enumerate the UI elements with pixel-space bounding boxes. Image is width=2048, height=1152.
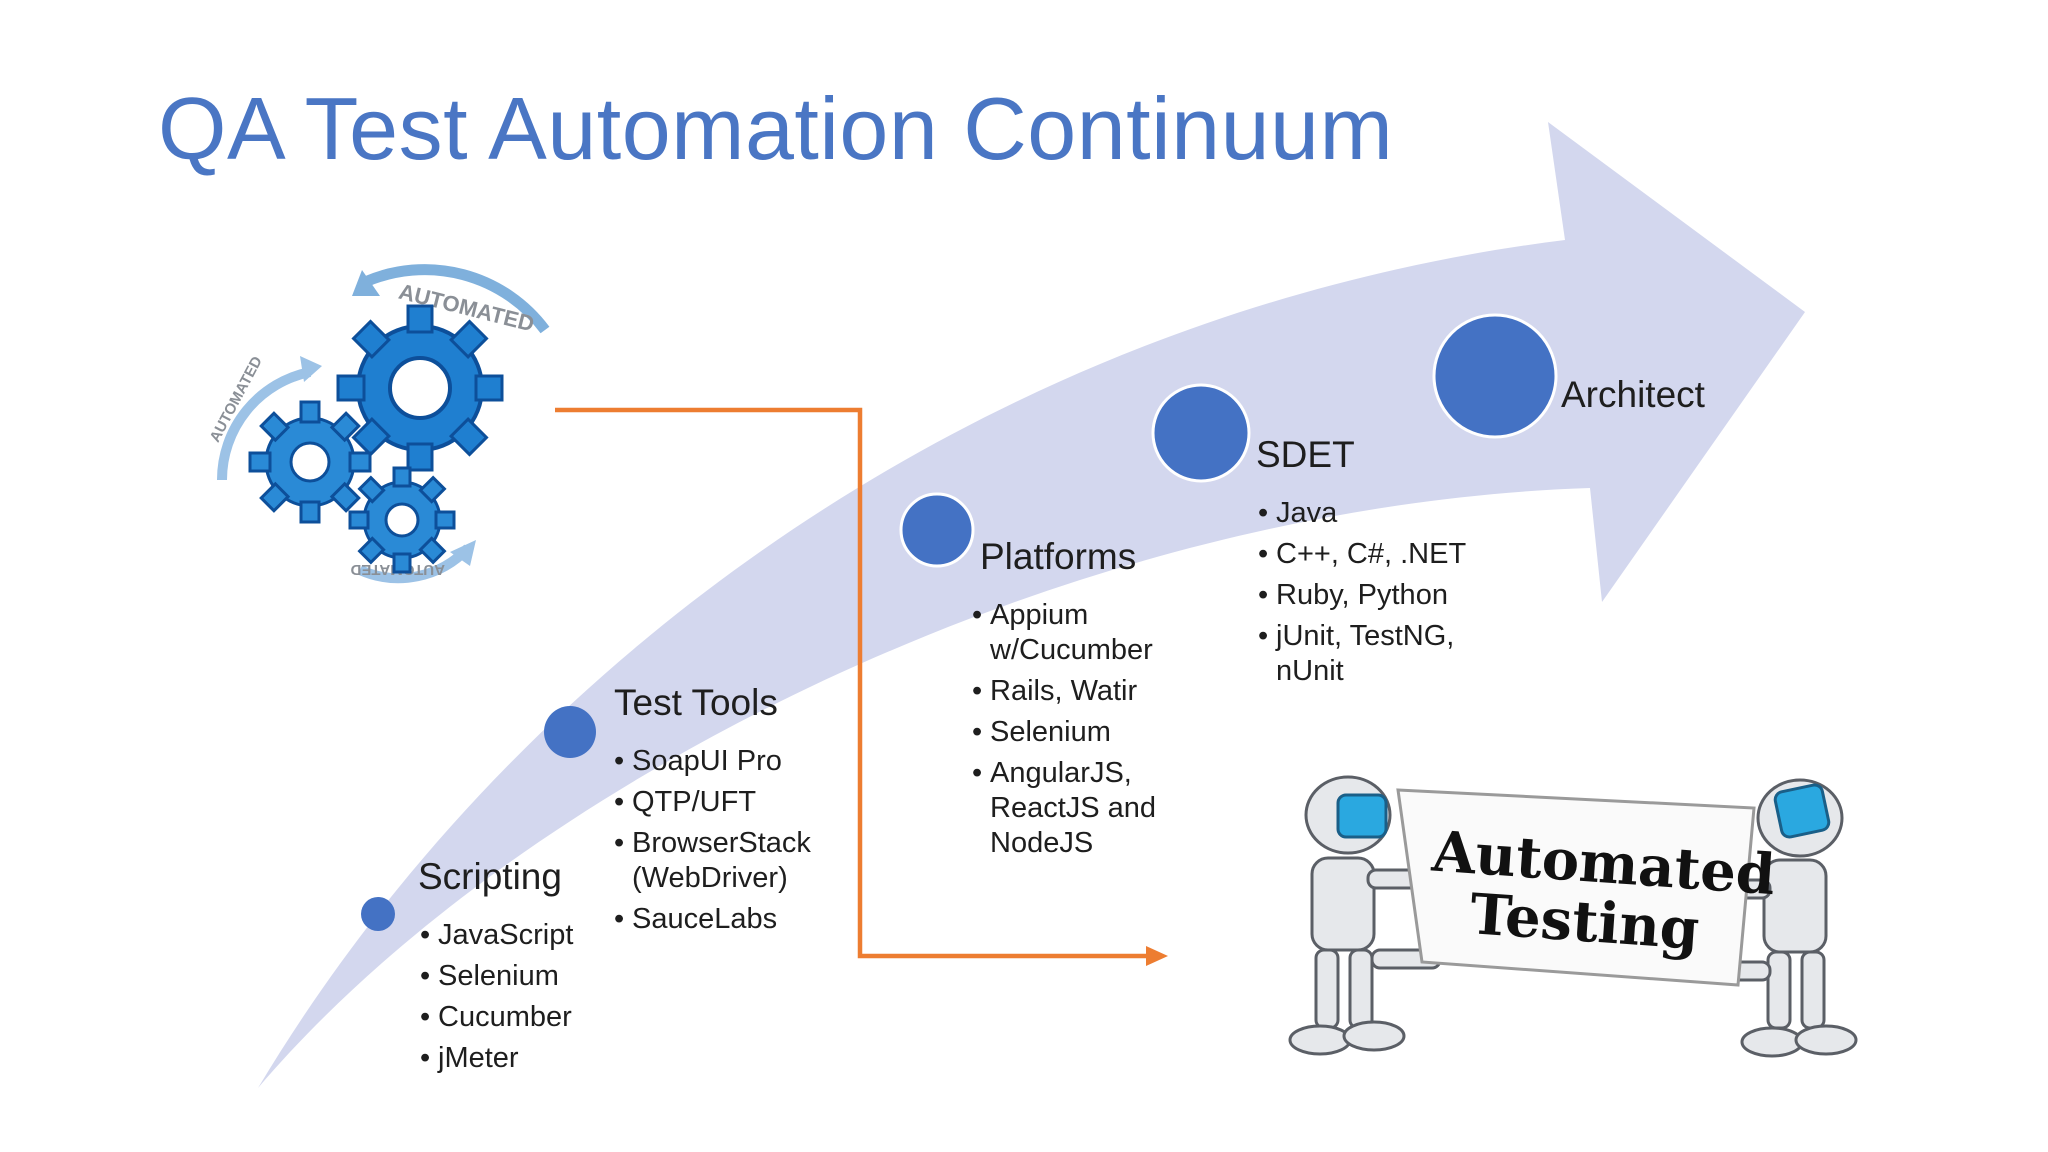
stage-list-platforms: Appium w/Cucumber Rails, Watir Selenium … [972,598,1240,867]
stage-label-sdet: SDET [1256,434,1355,475]
list-item: Cucumber [420,1000,610,1035]
list-item: Selenium [420,959,610,994]
continuum-arrow [258,122,1805,1088]
list-item: jMeter [420,1041,610,1076]
list-item: SoapUI Pro [614,744,824,779]
list-item: BrowserStack (WebDriver) [614,826,824,896]
stage-label-test-tools: Test Tools [614,682,778,723]
stage-dot-scripting [361,897,395,931]
list-item: JavaScript [420,918,610,953]
stage-label-architect: Architect [1561,374,1705,415]
stage-dot-sdet [1151,383,1251,483]
stage-list-sdet: Java C++, C#, .NET Ruby, Python jUnit, T… [1258,496,1478,695]
page-title: QA Test Automation Continuum [158,79,1394,178]
connector-arrowhead [1146,946,1168,966]
list-item: Selenium [972,715,1240,750]
automated-gears-icon: AUTOMATED AUTOMATED AUTOMATED [206,264,550,584]
robots-holding-sign-icon: Automated Testing [1288,775,1858,1058]
list-item: AngularJS, ReactJS and NodeJS [972,756,1240,861]
list-item: Ruby, Python [1258,578,1478,613]
stage-dot-platforms [899,492,975,568]
list-item: QTP/UFT [614,785,824,820]
stage-list-scripting: JavaScript Selenium Cucumber jMeter [420,918,610,1082]
list-item: SauceLabs [614,902,824,937]
connector-line [555,407,1148,959]
stage-dot-architect [1432,313,1558,439]
sign-line-2: Testing [1468,881,1701,963]
list-item: Java [1258,496,1478,531]
stage-dot-test-tools [544,706,596,758]
list-item: jUnit, TestNG, nUnit [1258,619,1478,689]
list-item: Rails, Watir [972,674,1240,709]
list-item: Appium w/Cucumber [972,598,1240,668]
stage-label-scripting: Scripting [418,856,562,897]
list-item: C++, C#, .NET [1258,537,1478,572]
stage-label-platforms: Platforms [980,536,1137,577]
stage-list-test-tools: SoapUI Pro QTP/UFT BrowserStack (WebDriv… [614,744,824,943]
